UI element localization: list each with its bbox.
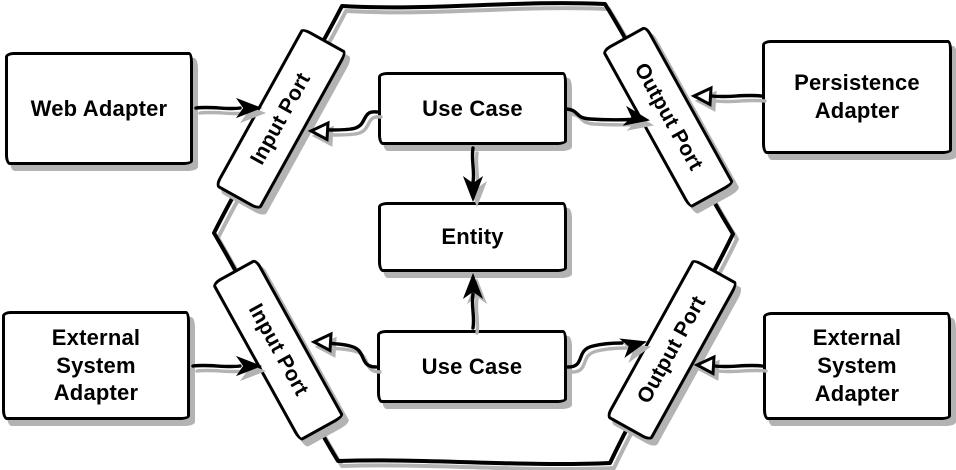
arrow-persistence-adapter-to-output-port-open-head bbox=[692, 86, 713, 106]
arrow-persistence-adapter-to-output-port-line bbox=[710, 93, 763, 99]
arrow-use-case-bottom-to-output-port-line bbox=[566, 341, 624, 369]
web-adapter-box: Web Adapter bbox=[5, 52, 193, 165]
output-port-top-box: Output Port bbox=[601, 24, 735, 210]
external-system-adapter-left-box: External System Adapter bbox=[2, 311, 190, 420]
use-case-bottom-label: Use Case bbox=[421, 353, 523, 379]
arrow-use-case-top-to-output-port-line bbox=[564, 107, 633, 122]
arrow-external-adapter-right-to-output-port-open-head bbox=[695, 355, 716, 375]
use-case-top-label: Use Case bbox=[422, 95, 523, 121]
input-port-top-label: Input Port bbox=[245, 68, 315, 169]
arrow-use-case-top-to-entity-line bbox=[470, 146, 476, 184]
input-port-bottom-label: Input Port bbox=[244, 299, 314, 400]
use-case-bottom-box: Use Case bbox=[377, 330, 567, 403]
external-system-adapter-right-label: External System Adapter bbox=[812, 325, 902, 406]
input-port-bottom-box: Input Port bbox=[211, 257, 345, 443]
arrow-web-adapter-to-input-port-line bbox=[194, 105, 242, 111]
input-port-top-box: Input Port bbox=[214, 26, 348, 212]
output-port-top-label: Output Port bbox=[629, 59, 708, 175]
arrow-use-case-top-to-input-port-open-head bbox=[309, 121, 330, 141]
output-port-bottom-box: Output Port bbox=[605, 257, 739, 443]
arrow-use-case-top-to-entity-head bbox=[463, 177, 483, 201]
arrow-use-case-bottom-to-input-port-open-head bbox=[312, 332, 333, 352]
arrow-use-case-top-to-input-port-line bbox=[327, 110, 379, 132]
arrow-use-case-bottom-to-input-port-line bbox=[330, 341, 378, 369]
arrow-external-adapter-left-to-input-port-line bbox=[191, 363, 242, 369]
use-case-top-box: Use Case bbox=[378, 72, 567, 145]
entity-label: Entity bbox=[441, 224, 504, 250]
arrow-external-adapter-right-to-output-port-line bbox=[713, 363, 764, 369]
persistence-adapter-box: Persistence Adapter bbox=[762, 40, 952, 154]
output-port-bottom-label: Output Port bbox=[632, 292, 711, 408]
persistence-adapter-label: Persistence Adapter bbox=[794, 70, 920, 123]
arrow-use-case-bottom-to-entity-head bbox=[463, 274, 483, 298]
arrow-use-case-bottom-to-entity-line bbox=[470, 292, 476, 330]
entity-box: Entity bbox=[378, 202, 567, 272]
web-adapter-label: Web Adapter bbox=[30, 95, 168, 121]
external-system-adapter-left-label: External System Adapter bbox=[51, 324, 141, 406]
external-system-adapter-right-box: External System Adapter bbox=[763, 312, 951, 420]
